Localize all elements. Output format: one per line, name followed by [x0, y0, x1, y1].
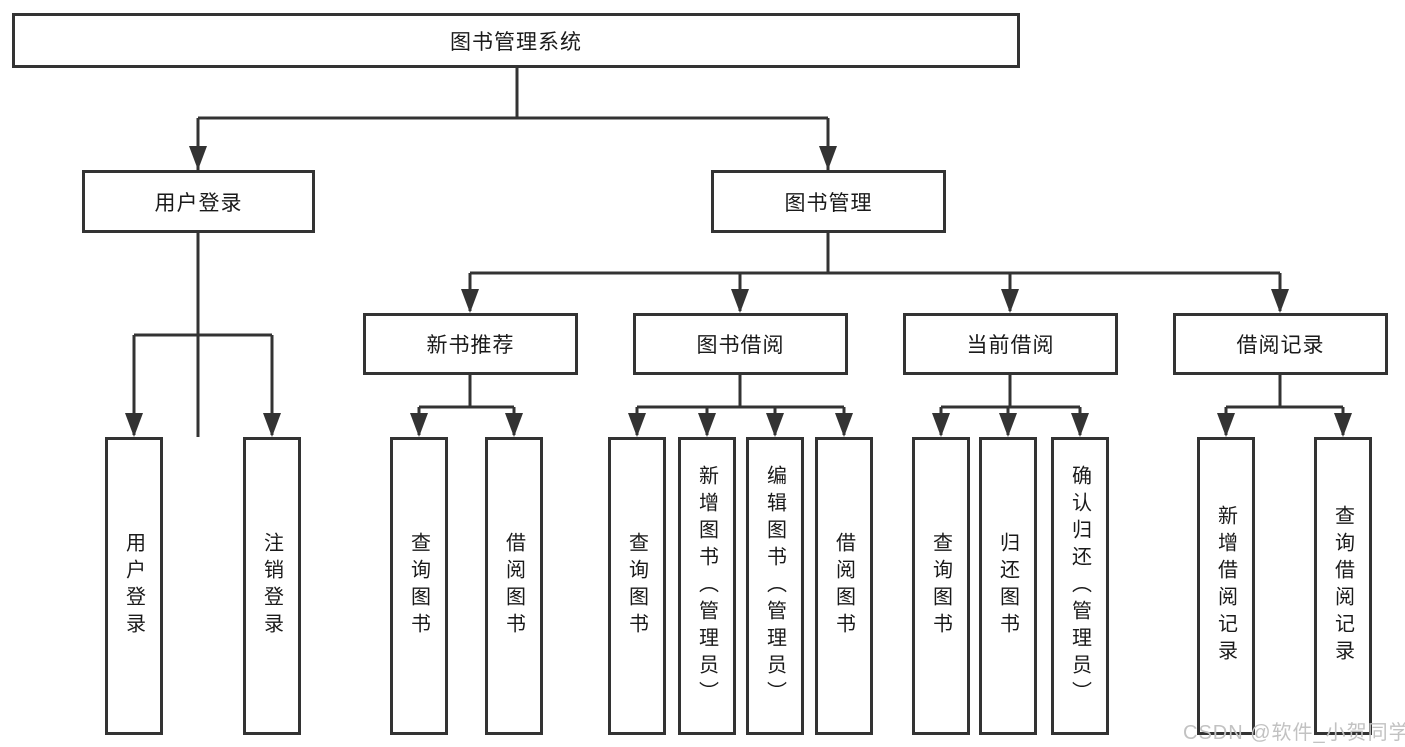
leaf-user-login: 用户登录	[105, 437, 163, 735]
leaf-logout-label: 注销登录	[260, 532, 283, 640]
node-book-borrow: 图书借阅	[633, 313, 848, 375]
node-borrow-record-label: 借阅记录	[1236, 334, 1325, 357]
leaf-add-book-admin: 新增图书（管理员）	[678, 437, 736, 735]
node-user-login-label: 用户登录	[154, 191, 243, 215]
leaf-query-book-under-recommend-label: 查询图书	[407, 532, 430, 640]
leaf-query-book-under-borrow-label: 查询图书	[625, 532, 648, 640]
leaf-return-book: 归还图书	[979, 437, 1037, 735]
node-book-management: 图书管理	[711, 170, 946, 233]
node-borrow-record: 借阅记录	[1173, 313, 1388, 375]
leaf-query-book-under-current-label: 查询图书	[929, 532, 952, 640]
leaf-confirm-return-admin-label: 确认归还（管理员）	[1068, 464, 1091, 708]
leaf-add-borrow-record: 新增借阅记录	[1197, 437, 1255, 735]
leaf-edit-book-admin: 编辑图书（管理员）	[746, 437, 804, 735]
leaf-borrow-book-under-recommend-label: 借阅图书	[502, 532, 525, 640]
node-book-management-label: 图书管理	[784, 191, 873, 215]
leaf-query-book-under-recommend: 查询图书	[390, 437, 448, 735]
node-new-book-recommend-label: 新书推荐	[426, 334, 515, 357]
leaf-query-borrow-record: 查询借阅记录	[1314, 437, 1372, 735]
node-book-borrow-label: 图书借阅	[696, 334, 785, 357]
node-user-login: 用户登录	[82, 170, 315, 233]
leaf-query-borrow-record-label: 查询借阅记录	[1331, 505, 1354, 667]
node-current-borrow-label: 当前借阅	[966, 334, 1055, 357]
leaf-user-login-label: 用户登录	[122, 532, 145, 640]
node-current-borrow: 当前借阅	[903, 313, 1118, 375]
leaf-query-book-under-current: 查询图书	[912, 437, 970, 735]
node-root: 图书管理系统	[12, 13, 1020, 68]
leaf-query-book-under-borrow: 查询图书	[608, 437, 666, 735]
node-new-book-recommend: 新书推荐	[363, 313, 578, 375]
leaf-add-borrow-record-label: 新增借阅记录	[1214, 505, 1237, 667]
node-root-label: 图书管理系统	[450, 30, 582, 54]
leaf-return-book-label: 归还图书	[996, 532, 1019, 640]
leaf-borrow-book-under-recommend: 借阅图书	[485, 437, 543, 735]
leaf-borrow-book-under-borrow-label: 借阅图书	[832, 532, 855, 640]
leaf-logout: 注销登录	[243, 437, 301, 735]
leaf-add-book-admin-label: 新增图书（管理员）	[695, 464, 718, 708]
watermark: CSDN @软件_小贺同学	[1183, 722, 1405, 744]
leaf-edit-book-admin-label: 编辑图书（管理员）	[763, 464, 786, 708]
leaf-borrow-book-under-borrow: 借阅图书	[815, 437, 873, 735]
leaf-confirm-return-admin: 确认归还（管理员）	[1051, 437, 1109, 735]
